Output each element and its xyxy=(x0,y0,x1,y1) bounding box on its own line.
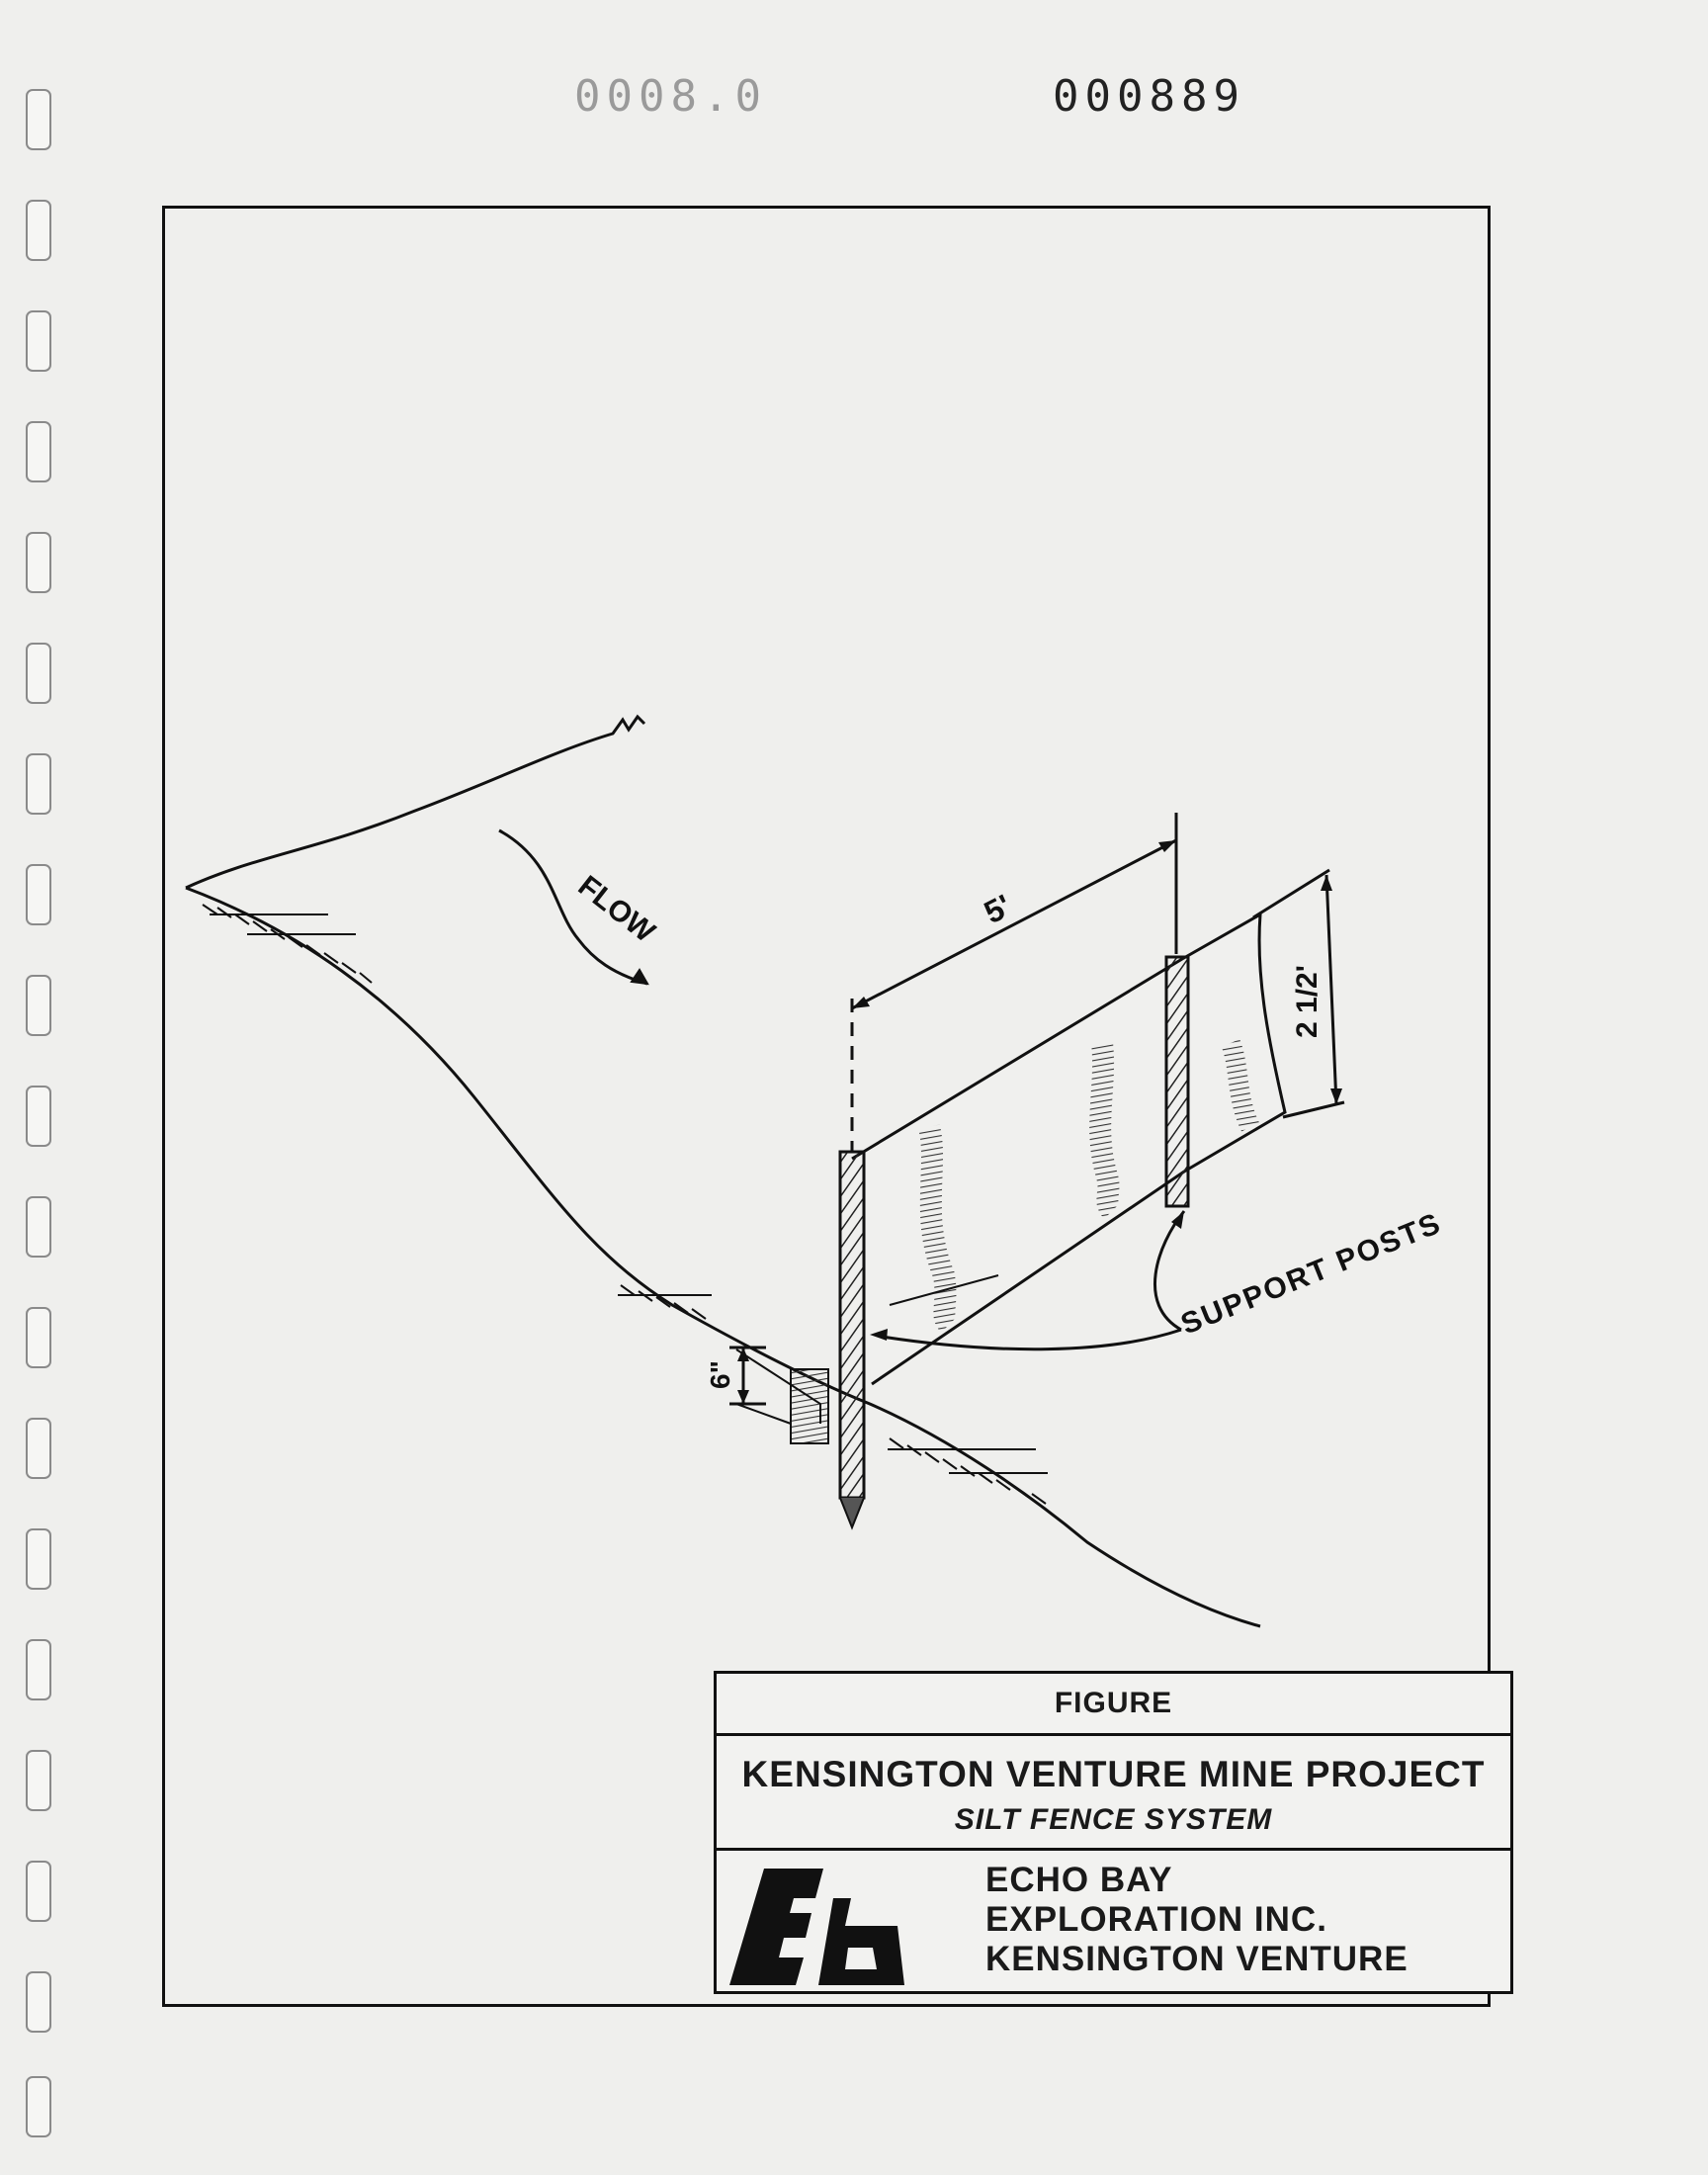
binder-hole xyxy=(26,310,51,372)
height-dimension-label: 2 1/2' xyxy=(1291,965,1324,1038)
binder-hole xyxy=(26,1861,51,1922)
soil-hatching-lower xyxy=(888,1437,1048,1505)
fabric-texture xyxy=(918,1124,958,1333)
binder-hole xyxy=(26,200,51,261)
company-line-2: EXPLORATION INC. xyxy=(985,1900,1327,1939)
soil-hatching-upper xyxy=(202,904,373,984)
company-name: ECHO BAY EXPLORATION INC. KENSINGTON VEN… xyxy=(985,1861,1409,1979)
flow-label: FLOW xyxy=(572,870,661,950)
project-title-block: KENSINGTON VENTURE MINE PROJECT SILT FEN… xyxy=(717,1736,1510,1851)
echo-bay-logo xyxy=(729,1869,904,1985)
company-line-3: KENSINGTON VENTURE xyxy=(985,1940,1409,1978)
slope-ground-line xyxy=(185,714,646,890)
depth-dimension-label: 6" xyxy=(705,1360,735,1389)
flow-arrow xyxy=(498,828,648,986)
buried-fabric-trench xyxy=(790,1368,829,1444)
binder-hole xyxy=(26,975,51,1036)
drawing-frame xyxy=(162,206,1491,2007)
binder-hole xyxy=(26,1086,51,1147)
binder-hole xyxy=(26,2076,51,2137)
soil-hatching-middle xyxy=(618,1284,712,1320)
binder-hole xyxy=(26,1307,51,1368)
binder-hole xyxy=(26,532,51,593)
support-posts-label: SUPPORT POSTS xyxy=(1176,1207,1446,1342)
binder-hole xyxy=(26,864,51,925)
company-block: ECHO BAY EXPLORATION INC. KENSINGTON VEN… xyxy=(717,1851,1510,1994)
binder-hole xyxy=(26,1528,51,1590)
support-posts-leader xyxy=(881,1328,1182,1351)
binder-hole xyxy=(26,643,51,704)
drawing-title: SILT FENCE SYSTEM xyxy=(954,1803,1273,1836)
binder-hole xyxy=(26,421,51,482)
support-post-right xyxy=(1164,955,1190,1208)
figure-label: FIGURE xyxy=(717,1674,1510,1736)
binder-hole xyxy=(26,1750,51,1811)
width-dimension-label: 5' xyxy=(979,888,1017,931)
binder-hole xyxy=(26,1971,51,2033)
support-post-left xyxy=(838,1150,866,1500)
binder-hole xyxy=(26,1196,51,1258)
height-dimension xyxy=(1252,868,1345,1119)
company-line-1: ECHO BAY xyxy=(985,1861,1173,1899)
binder-hole xyxy=(26,753,51,815)
binder-hole xyxy=(26,1418,51,1479)
width-dimension xyxy=(850,813,1178,1152)
binder-hole xyxy=(26,89,51,150)
binder-hole xyxy=(26,1639,51,1700)
binder-holes xyxy=(14,69,53,2145)
fabric-texture xyxy=(1089,1041,1121,1219)
slope-profile-line xyxy=(185,886,1261,1628)
title-block: FIGURE KENSINGTON VENTURE MINE PROJECT S… xyxy=(714,1671,1513,1994)
project-title: KENSINGTON VENTURE MINE PROJECT xyxy=(741,1754,1486,1794)
fabric-texture xyxy=(1221,1039,1260,1132)
document-number: 000889 xyxy=(1053,71,1245,122)
